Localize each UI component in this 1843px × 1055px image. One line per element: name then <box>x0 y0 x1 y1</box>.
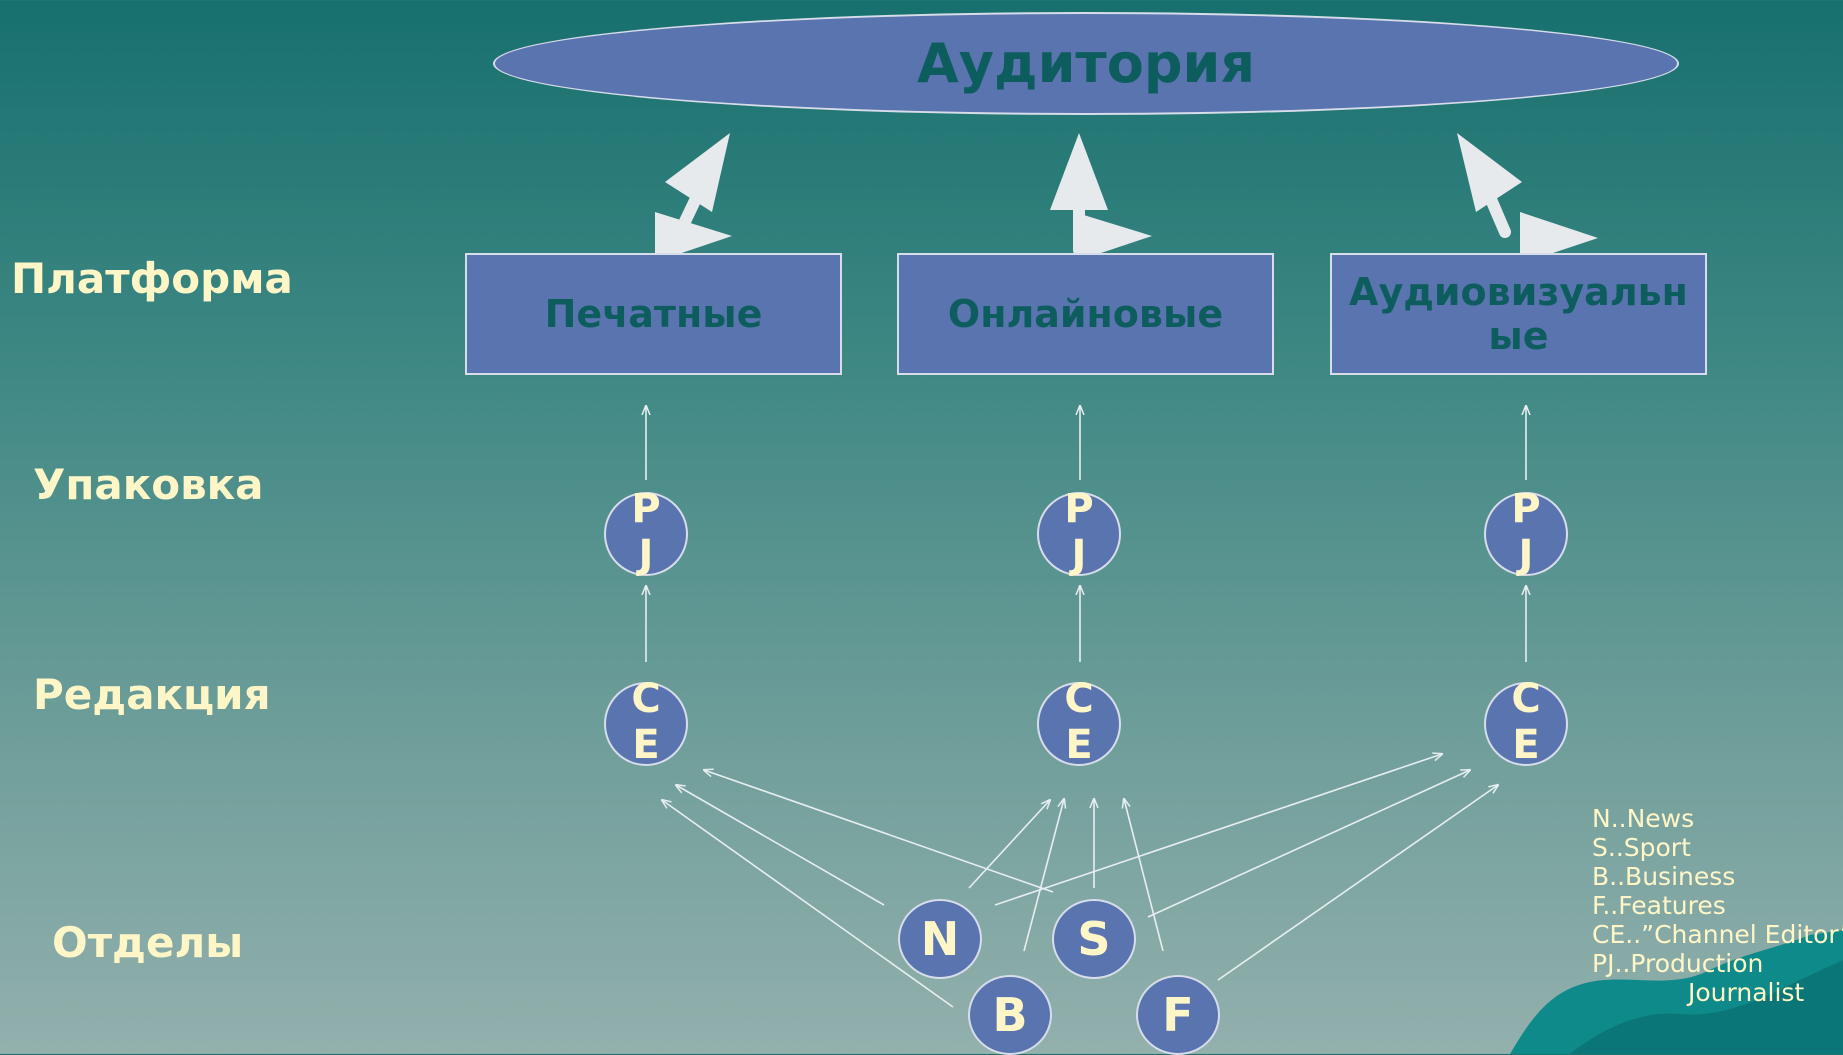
legend-item-production: PJ..Production <box>1592 949 1764 978</box>
dept-business: B <box>968 975 1052 1055</box>
row-label-editorial: Редакция <box>33 670 271 719</box>
dept-news: N <box>898 899 982 979</box>
big-arrowhead-av-up <box>1457 133 1522 212</box>
pj-node-3-line1: P <box>1511 486 1541 532</box>
row-label-departments: Отделы <box>52 918 244 967</box>
ce-node-3: C E <box>1484 678 1568 768</box>
pj-node-1-line1: P <box>631 486 661 532</box>
arrow-s-to-ce1 <box>704 770 1054 893</box>
ce-node-1-line1: C <box>631 676 661 722</box>
pj-node-3: P J <box>1484 488 1568 578</box>
pj-node-1-line2: J <box>638 532 654 578</box>
arrow-b-to-ce1 <box>662 800 954 1008</box>
legend-item-channel-editor: CE..”Channel Editor” <box>1592 920 1843 949</box>
legend-item-journalist: Journalist <box>1688 978 1805 1007</box>
audience-ellipse: Аудитория <box>493 12 1679 115</box>
pj-node-3-line2: J <box>1518 532 1534 578</box>
pj-node-2-line1: P <box>1064 486 1094 532</box>
dept-features-label: F <box>1162 988 1194 1042</box>
big-arrowhead-online-up <box>1050 133 1108 210</box>
platform-audiovisual: Аудиовизуальн ые <box>1330 253 1707 375</box>
arrow-n-to-ce1 <box>676 785 885 906</box>
ce-node-1: C E <box>604 678 688 768</box>
big-arrowhead-print-up <box>665 133 730 212</box>
legend-item-business: B..Business <box>1592 862 1736 891</box>
ce-node-2-line1: C <box>1064 676 1094 722</box>
legend: N..News S..Sport B..Business F..Features… <box>1592 804 1843 1007</box>
pj-node-2: P J <box>1037 488 1121 578</box>
big-arrowhead-online-right <box>1074 212 1152 262</box>
arrow-f-to-ce2 <box>1124 799 1164 952</box>
arrow-n-to-ce2 <box>968 800 1050 889</box>
dept-sport: S <box>1052 899 1136 979</box>
platform-online: Онлайновые <box>897 253 1274 375</box>
legend-item-news: N..News <box>1592 804 1695 833</box>
pj-node-1: P J <box>604 488 688 578</box>
dept-news-label: N <box>920 912 960 966</box>
arrow-f-to-ce3 <box>1217 785 1498 981</box>
ce-node-1-line2: E <box>632 722 660 768</box>
platform-audiovisual-label: Аудиовизуальн ые <box>1349 270 1688 358</box>
big-arrowhead-av-right <box>1520 212 1598 264</box>
decorative-corner-graphic <box>1510 930 1843 1054</box>
ce-node-3-line1: C <box>1511 676 1541 722</box>
pj-node-2-line2: J <box>1071 532 1087 578</box>
row-label-platform: Платформа <box>11 254 293 303</box>
audience-label: Аудитория <box>916 32 1255 95</box>
platform-print: Печатные <box>465 253 842 375</box>
row-label-packaging: Упаковка <box>33 460 264 509</box>
legend-item-sport: S..Sport <box>1592 833 1691 862</box>
platform-online-label: Онлайновые <box>947 292 1224 336</box>
arrow-n-to-ce3 <box>994 754 1442 906</box>
dept-business-label: B <box>992 988 1028 1042</box>
platform-print-label: Печатные <box>544 292 763 336</box>
dept-sport-label: S <box>1077 912 1111 966</box>
arrow-b-to-ce2 <box>1023 799 1064 952</box>
big-arrowhead-print-right <box>655 212 732 262</box>
ce-node-3-line2: E <box>1512 722 1540 768</box>
dept-features: F <box>1136 975 1220 1055</box>
arrow-s-to-ce3 <box>1147 770 1470 918</box>
ce-node-2-line2: E <box>1065 722 1093 768</box>
legend-item-features: F..Features <box>1592 891 1726 920</box>
ce-node-2: C E <box>1037 678 1121 768</box>
